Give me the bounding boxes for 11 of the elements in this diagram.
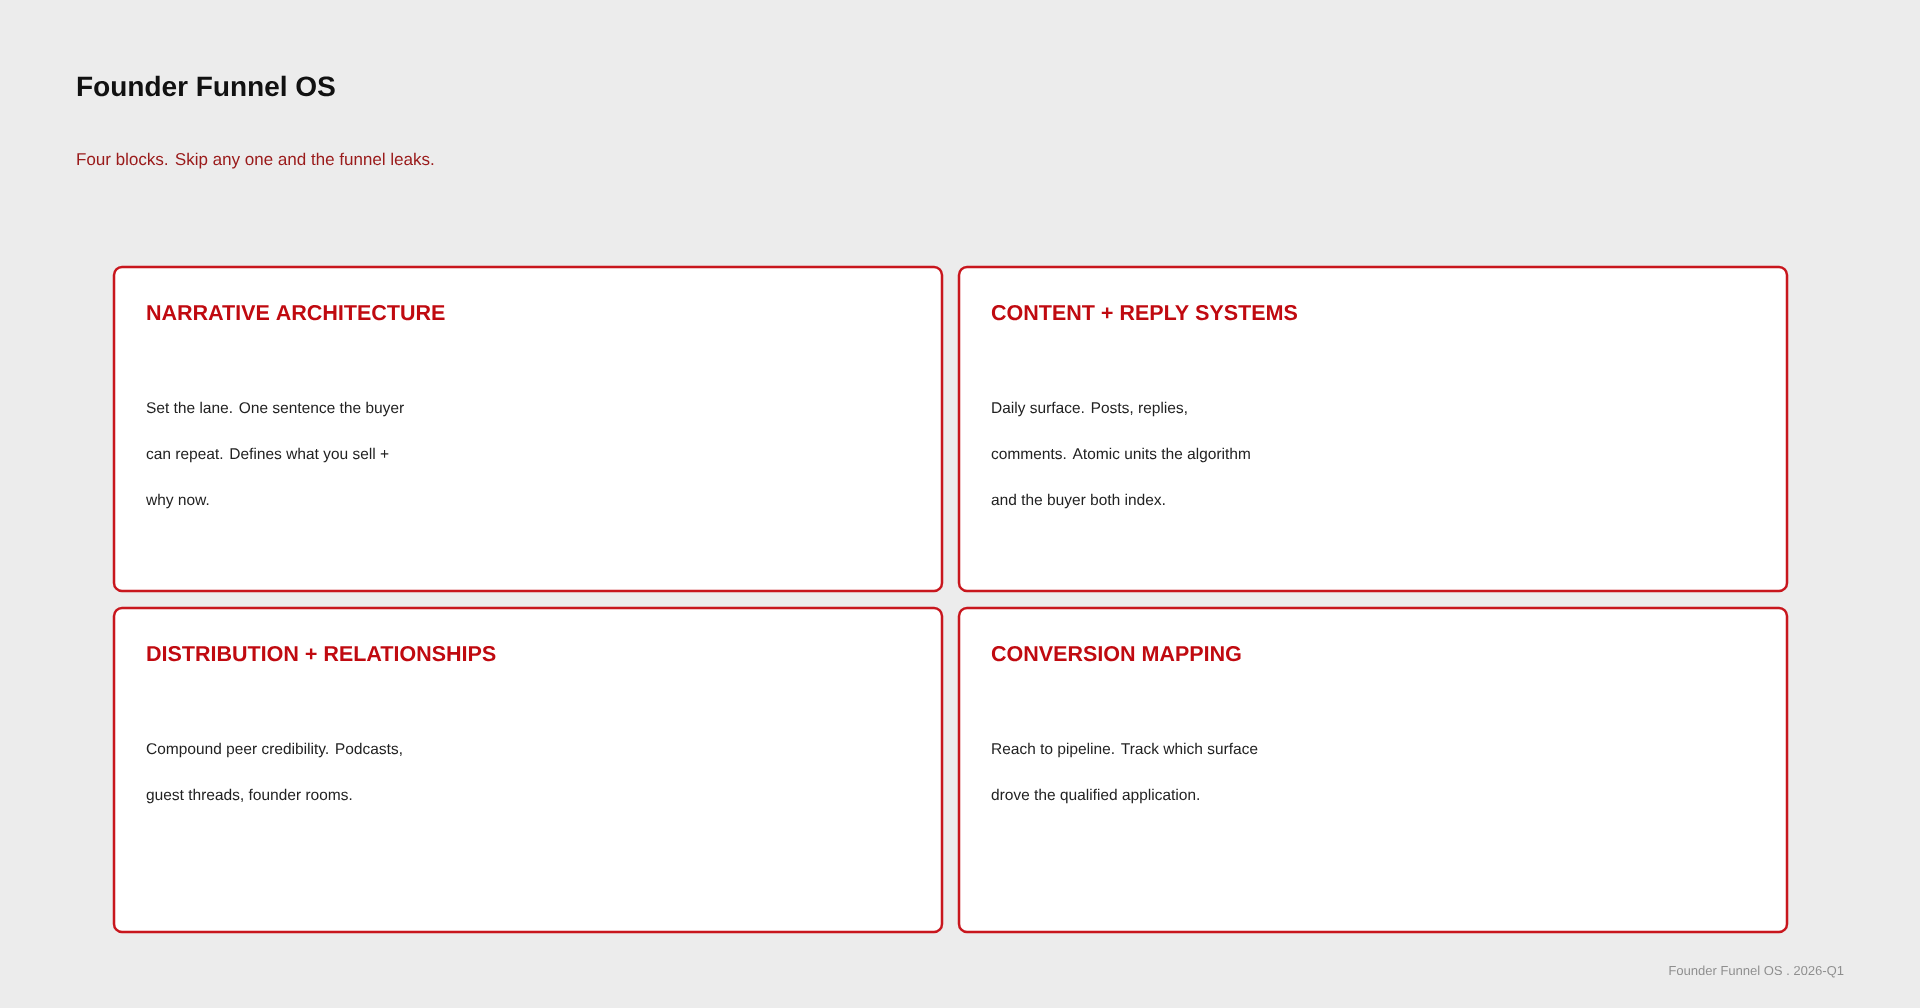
card-text: Reach to pipeline. Track which surface drove the qualified application. [991,742,1258,804]
title: Founder Funnel OS [77,75,335,97]
subtitle: Four blocks. Skip any one and the funnel leaks. [77,152,434,169]
card-heading: CONVERSION MAPPING [991,646,1241,662]
card-heading: NARRATIVE ARCHITECTURE [147,305,445,321]
card-heading: CONTENT + REPLY SYSTEMS [991,305,1297,321]
card-text: Set the lane. One sentence the buyer can repeat. Defines what you sell + why now. [146,401,404,509]
card-text: Daily surface. Posts, replies, comments. Atomic units the algorithm and the buyer both index. [991,401,1250,509]
card-heading: DISTRIBUTION + RELATIONSHIPS [147,646,496,662]
card-text: Compound peer credibility. Podcasts, guest threads, founder rooms. [146,742,402,804]
footer-text: Founder Funnel OS . 2026-Q1 [1669,965,1844,978]
